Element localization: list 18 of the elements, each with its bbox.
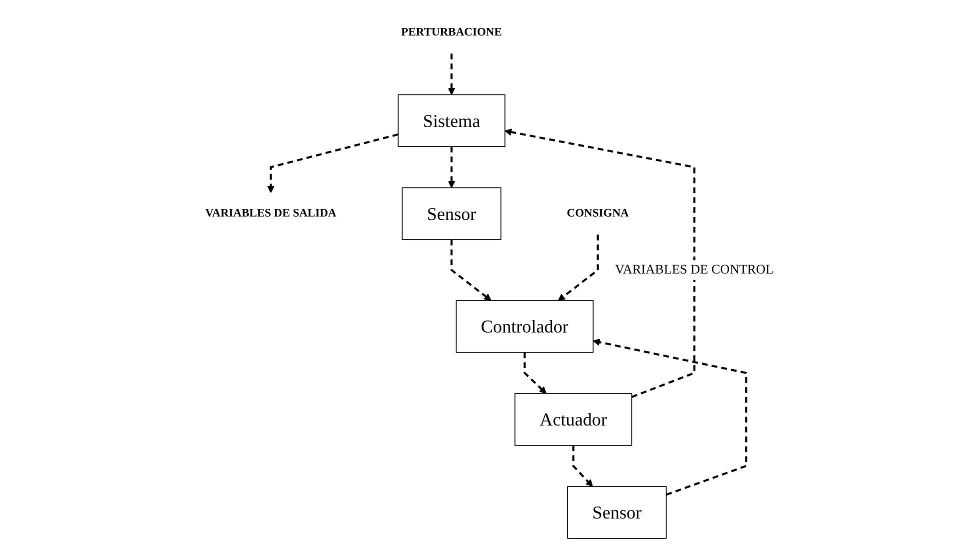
arrow (450, 240, 492, 301)
node-box: Sistema (398, 94, 506, 147)
arrow (524, 352, 546, 394)
node-box: Sensor (402, 187, 502, 240)
node-text: VARIABLES DE SALIDA (205, 207, 336, 220)
node-box: Actuador (514, 393, 632, 446)
arrow (448, 54, 456, 96)
arrow (504, 128, 696, 398)
node-text: CONSIGNA (566, 207, 629, 220)
arrow (448, 146, 456, 188)
arrow (572, 445, 593, 487)
arrow (267, 133, 398, 193)
arrow (558, 234, 599, 301)
node-box: Sensor (567, 486, 667, 539)
node-box: Controlador (456, 300, 594, 353)
edge-label: VARIABLES DE CONTROL (614, 262, 774, 277)
arrow (592, 338, 748, 496)
node-text: PERTURBACIONE (401, 26, 502, 39)
